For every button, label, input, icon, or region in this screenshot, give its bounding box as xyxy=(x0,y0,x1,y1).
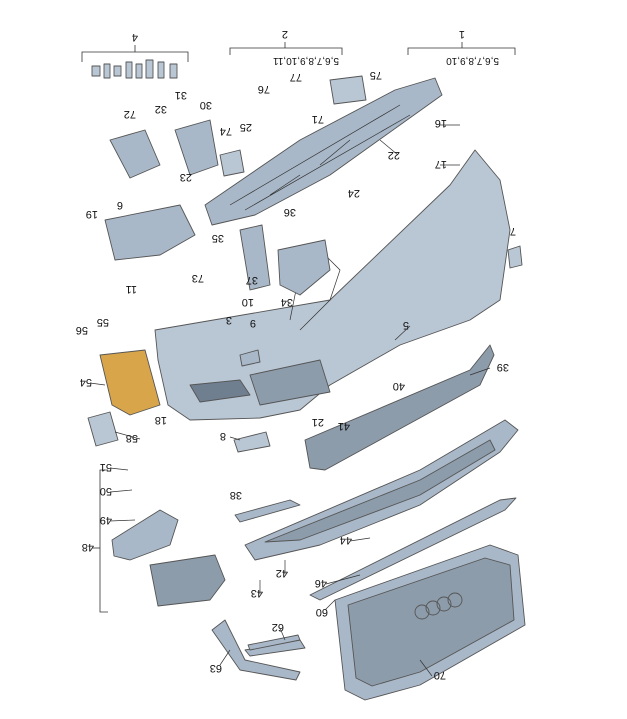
sensor-74 xyxy=(219,149,245,177)
callout-46: 46 xyxy=(315,577,327,589)
callout-44: 44 xyxy=(340,534,352,546)
callout-41: 41 xyxy=(338,420,350,432)
grille-insert-48 xyxy=(149,554,226,607)
callout-16: 16 xyxy=(435,117,447,129)
bumper-cover xyxy=(154,149,511,421)
trim-strip-46 xyxy=(309,497,517,601)
callout-17: 17 xyxy=(435,158,447,170)
group-bracket-48: 48 xyxy=(82,469,108,613)
callout-40: 40 xyxy=(393,380,405,392)
bumper-carrier xyxy=(204,77,443,226)
callout-labels: 3 5 6 7 8 9 10 11 16 17 18 19 21 22 23 2… xyxy=(76,69,516,681)
group-bracket-2: 2 5,6,7,8,9,10,11 xyxy=(229,28,343,66)
callout-54: 54 xyxy=(80,376,92,388)
callout-58: 58 xyxy=(126,432,138,444)
group-48-number: 48 xyxy=(82,541,94,553)
callout-39: 39 xyxy=(497,361,509,373)
bracket-49 xyxy=(111,509,179,561)
group-2-number: 2 xyxy=(282,28,288,40)
callout-55: 55 xyxy=(97,316,109,328)
callout-76: 76 xyxy=(258,83,270,95)
module-75 xyxy=(329,75,367,105)
callout-24: 24 xyxy=(348,187,360,199)
callout-31: 31 xyxy=(175,89,187,101)
callout-63: 63 xyxy=(210,662,222,674)
group-1-number: 1 xyxy=(459,28,465,40)
callout-19: 19 xyxy=(86,208,98,220)
callout-71: 71 xyxy=(312,113,324,125)
callout-62: 62 xyxy=(272,621,284,633)
lower-grille xyxy=(304,344,495,471)
callout-74: 74 xyxy=(220,125,232,137)
callout-3: 3 xyxy=(226,314,232,326)
group-bracket-1: 1 5,6,7,8,9,10 xyxy=(407,28,516,66)
cover-58 xyxy=(87,411,119,447)
trim-38 xyxy=(234,499,301,523)
callout-34: 34 xyxy=(281,296,293,308)
bracket-37 xyxy=(239,224,271,291)
callout-7: 7 xyxy=(510,225,516,237)
group-4-number: 4 xyxy=(132,31,138,43)
callout-77: 77 xyxy=(290,71,302,83)
callout-72: 72 xyxy=(124,108,136,120)
callout-43: 43 xyxy=(251,587,263,599)
callout-38: 38 xyxy=(230,489,242,501)
callout-42: 42 xyxy=(276,567,288,579)
spoiler xyxy=(244,419,519,561)
callout-30: 30 xyxy=(200,99,212,111)
callout-10: 10 xyxy=(242,296,254,308)
bracket-30 xyxy=(174,119,219,176)
callout-60: 60 xyxy=(316,606,328,618)
callout-49: 49 xyxy=(100,514,112,526)
audi-rings-icon xyxy=(414,592,463,620)
callout-51: 51 xyxy=(100,461,112,473)
callout-11: 11 xyxy=(126,283,137,295)
callout-22: 22 xyxy=(388,149,400,161)
group-1-subitems: 5,6,7,8,9,10 xyxy=(446,55,499,66)
callout-25: 25 xyxy=(240,121,252,133)
callout-18: 18 xyxy=(155,414,167,426)
fasteners-set xyxy=(91,59,178,79)
callout-35: 35 xyxy=(212,232,224,244)
leader-lines xyxy=(89,124,491,677)
bracket-34 xyxy=(277,239,331,296)
clip-7 xyxy=(507,245,523,269)
bracket-6 xyxy=(104,204,196,261)
callout-23: 23 xyxy=(180,171,192,183)
bracket-72 xyxy=(109,129,161,179)
group-2-subitems: 5,6,7,8,9,10,11 xyxy=(273,55,339,66)
callout-9: 9 xyxy=(250,317,256,329)
callout-75: 75 xyxy=(370,69,382,81)
trim-62 xyxy=(247,634,301,651)
cap-8 xyxy=(233,431,271,453)
callout-6: 6 xyxy=(117,199,123,211)
callout-37: 37 xyxy=(246,274,258,286)
mounting-bracket-54 xyxy=(99,349,161,416)
callout-70: 70 xyxy=(434,669,446,681)
callout-21: 21 xyxy=(312,416,324,428)
callout-36: 36 xyxy=(284,206,296,218)
group-bracket-4: 4 xyxy=(81,31,189,62)
radiator-grille xyxy=(334,544,526,701)
callout-8: 8 xyxy=(220,430,226,442)
callout-32: 32 xyxy=(155,103,167,115)
callout-73: 73 xyxy=(192,272,204,284)
callout-50: 50 xyxy=(100,485,112,497)
callout-56: 56 xyxy=(76,324,88,336)
callout-5: 5 xyxy=(403,319,409,331)
